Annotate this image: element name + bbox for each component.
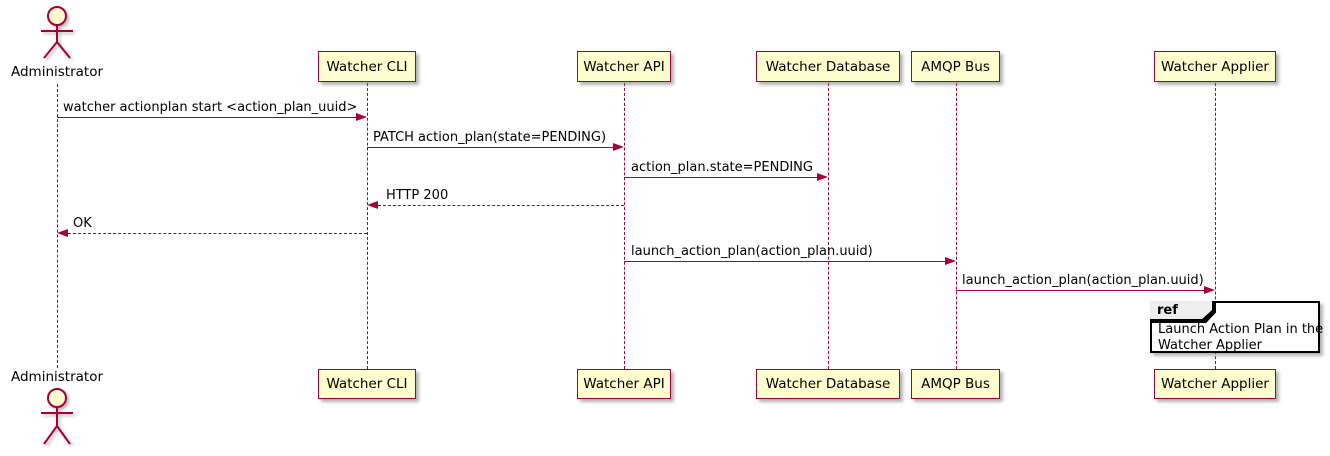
ref-text-line2: Watcher Applier (1158, 338, 1262, 353)
message-return-arrow (378, 205, 624, 206)
participant-label: Watcher CLI (326, 376, 408, 392)
participant-amqp-bus-top: AMQP Bus (911, 51, 1000, 82)
message-label: OK (73, 216, 92, 231)
message-label: launch_action_plan(action_plan.uuid) (962, 273, 1204, 288)
actor-administrator-label-top: Administrator (10, 64, 104, 80)
participant-label: Watcher API (583, 376, 665, 392)
message-arrow (57, 117, 357, 118)
ref-text-line1: Launch Action Plan in the (1158, 322, 1324, 337)
participant-label: Watcher Applier (1161, 58, 1269, 75)
participant-watcher-applier-top: Watcher Applier (1154, 51, 1276, 82)
lifeline-administrator (57, 84, 58, 368)
arrowhead-icon (1204, 286, 1215, 294)
participant-watcher-applier-bottom: Watcher Applier (1154, 369, 1276, 399)
message-label: HTTP 200 (386, 188, 449, 203)
message-arrow (624, 261, 946, 262)
participant-label: AMQP Bus (921, 376, 990, 392)
message-return-arrow (68, 233, 367, 234)
participant-watcher-api-top: Watcher API (577, 51, 671, 82)
participant-amqp-bus-bottom: AMQP Bus (911, 369, 1000, 399)
arrowhead-icon (356, 113, 367, 121)
lifeline-watcher-applier (1215, 83, 1216, 369)
arrowhead-icon (57, 229, 68, 237)
message-arrow (624, 177, 818, 178)
arrowhead-icon (367, 201, 378, 209)
arrowhead-icon (817, 173, 828, 181)
message-label: action_plan.state=PENDING (631, 160, 813, 175)
participant-label: Watcher CLI (326, 58, 408, 75)
arrowhead-icon (945, 257, 956, 265)
arrowhead-icon (613, 143, 624, 151)
actor-administrator-icon (41, 388, 73, 445)
participant-label: Watcher Database (765, 376, 891, 392)
participant-label: Watcher Database (765, 58, 891, 75)
lifeline-watcher-cli (367, 83, 368, 369)
ref-tab: ref (1150, 301, 1216, 323)
ref-fragment: ref Launch Action Plan in the Watcher Ap… (1150, 301, 1324, 354)
message-arrow (956, 290, 1205, 291)
participant-label: AMQP Bus (921, 58, 990, 75)
lifeline-amqp-bus (956, 83, 957, 369)
ref-keyword: ref (1157, 302, 1178, 318)
participant-watcher-database-top: Watcher Database (756, 51, 900, 82)
actor-administrator-icon (41, 6, 73, 59)
participant-watcher-cli-bottom: Watcher CLI (318, 369, 416, 399)
ref-text: Launch Action Plan in the Watcher Applie… (1158, 322, 1324, 354)
participant-label: Watcher API (583, 58, 665, 75)
participant-label: Watcher Applier (1161, 376, 1269, 392)
participant-watcher-cli-top: Watcher CLI (318, 51, 416, 82)
message-label: launch_action_plan(action_plan.uuid) (631, 244, 873, 259)
participant-watcher-database-bottom: Watcher Database (756, 369, 900, 399)
participant-watcher-api-bottom: Watcher API (577, 369, 671, 399)
lifeline-watcher-api (624, 83, 625, 369)
message-label: watcher actionplan start <action_plan_uu… (63, 100, 358, 115)
message-label: PATCH action_plan(state=PENDING) (373, 130, 607, 145)
lifeline-watcher-database (828, 83, 829, 369)
message-arrow (367, 147, 614, 148)
actor-administrator-label-bottom: Administrator (10, 369, 104, 385)
